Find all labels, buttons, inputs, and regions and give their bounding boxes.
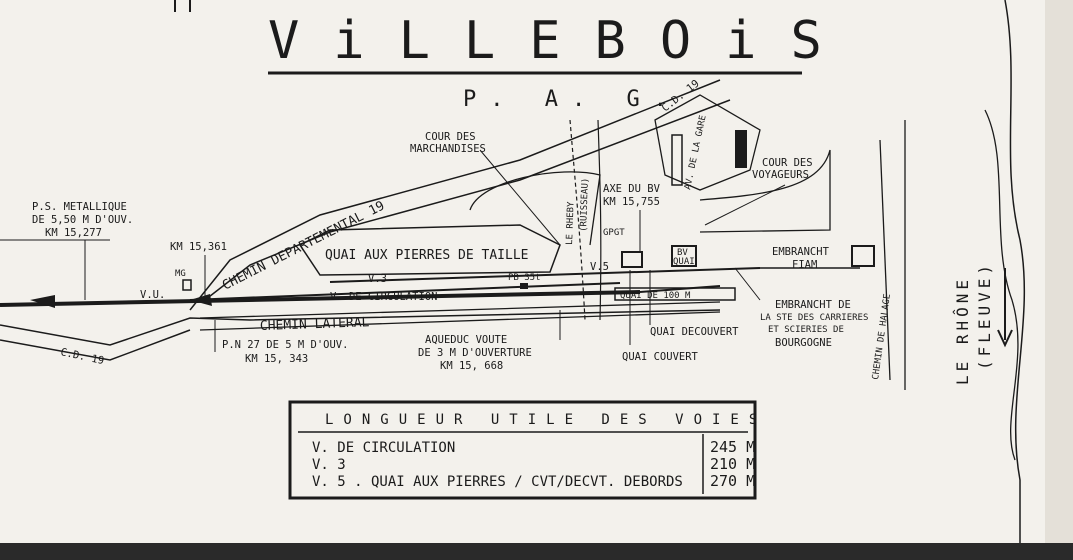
track-v5 [329,267,761,283]
label-rhone: LE RHÔNE [953,276,972,385]
label-aqueduc-ouverture: DE 3 M D'OUVERTURE [418,347,532,359]
label-ps-metallique: P.S. METALLIQUE [32,201,127,213]
ruisseau-bank [597,119,602,321]
road-departemental-lower [204,99,731,301]
track-circulation [0,290,641,307]
leader-embr-carrieres [734,267,761,301]
label-embr-fiam-1: EMBRANCHT [772,246,830,258]
corner-marks [174,0,191,12]
label-aqueduc: AQUEDUC VOUTE [425,334,507,346]
bv-building [671,245,697,267]
road-cd19-lower-edge [0,329,191,361]
label-cour-voyageurs-2: VOYAGEURS [752,169,809,181]
label-ps-km: KM 15,277 [45,227,102,239]
label-cour-marchandises-1: COUR DES [425,131,476,143]
leader-cour-marchandises [479,149,561,246]
label-chemin-lateral: CHEMIN LATERAL [260,315,370,334]
lengths-row-value: 245 M [710,438,755,456]
label-bv: BV [677,248,688,258]
label-embr-carrieres-4: BOURGOGNE [775,337,832,349]
chemin-lateral-upper [199,301,721,319]
label-v-circulation: V. DE CIRCULATION [330,291,437,303]
label-pn-km: KM 15, 343 [245,353,308,365]
label-ps-ouverture: DE 5,50 M D'OUV. [32,214,133,226]
lengths-table-border [288,400,757,500]
label-rheby: LE RHEBY [565,201,577,245]
label-embr-carrieres-3: ET SCIERIES DE [768,325,844,335]
bottom-shadow [0,543,1073,560]
lengths-row-value: 210 M [710,455,755,473]
mg-marker-icon [182,279,192,291]
label-quai-couvert: QUAI COUVERT [622,351,699,363]
lengths-row-label: V. 3 [312,457,346,473]
label-embr-carrieres-2: LA STE DES CARRIERES [760,313,868,323]
leader-cour-voyageurs [704,184,786,226]
river-flow-arrow-icon [997,268,1013,348]
label-embr-fiam-2: FIAM [792,259,817,271]
label-gpgt: GPGT [603,228,625,238]
label-pn: P.N 27 DE 5 M D'OUV. [222,339,348,351]
river-bank [984,109,1019,461]
arrow-left-icon [30,295,55,308]
page-fold-line [1004,0,1026,543]
label-cour-marchandises-2: MARCHANDISES [410,143,486,155]
page-edge [1045,0,1073,560]
ruisseau-line [569,119,586,321]
road-cd19-lower [0,309,721,346]
avenue-gare-block [654,94,761,191]
page-title: ViLLEBOiS [268,11,856,71]
label-quai-bv: QUAI [673,257,695,267]
road-departemental-upper [189,79,721,311]
label-vu: V.U. [140,289,165,301]
label-cour-voyageurs-1: COUR DES [762,157,813,169]
label-ruisseau: (RUISSEAU) [579,178,591,233]
arrow-right-icon [190,294,212,306]
lengths-table-header: LONGUEUR UTILE DES VOIES [325,412,767,428]
fiam-building [851,245,875,267]
track-circulation-extension [639,285,721,293]
pb-marker-icon [520,283,528,289]
label-km-361: KM 15,361 [170,241,227,253]
label-quai-pierres: QUAI AUX PIERRES DE TAILLE [325,248,529,263]
quai-100m-outline [614,287,736,301]
label-quai-decouvert: QUAI DECOUVERT [650,326,739,338]
label-fleuve: (FLEUVE) [975,261,994,370]
cour-voyageurs-outline [699,149,831,233]
lengths-row-value: 270 M [710,472,755,490]
cour-marchandises-outline [469,171,601,246]
label-mg: MG [175,269,186,279]
lengths-row-label: V. 5 . QUAI AUX PIERRES / CVT/DECVT. DEB… [312,474,683,490]
page-subtitle: P. A. G. [463,87,681,112]
label-v5: V.5 [590,261,609,273]
halage-left [879,139,891,381]
track-v3 [189,282,621,301]
label-axe-bv-km: KM 15,755 [603,196,660,208]
label-quai-100: QUAI DE 100 M [620,291,691,301]
label-pb: PB 35t [508,273,541,283]
building-top-left [671,134,683,186]
label-aqueduc-km: KM 15, 668 [440,360,503,372]
gpgt-building [621,251,643,268]
chemin-lateral-lower [199,311,721,331]
lengths-row-label: V. DE CIRCULATION [312,440,455,456]
lengths-table: LONGUEUR UTILE DES VOIES V. DE CIRCULATI… [288,400,767,500]
label-v3: V.3 [368,273,387,285]
label-axe-bv: AXE DU BV [603,183,661,195]
label-embr-carrieres-1: EMBRANCHT DE [775,299,851,311]
building-top-right [735,130,747,168]
